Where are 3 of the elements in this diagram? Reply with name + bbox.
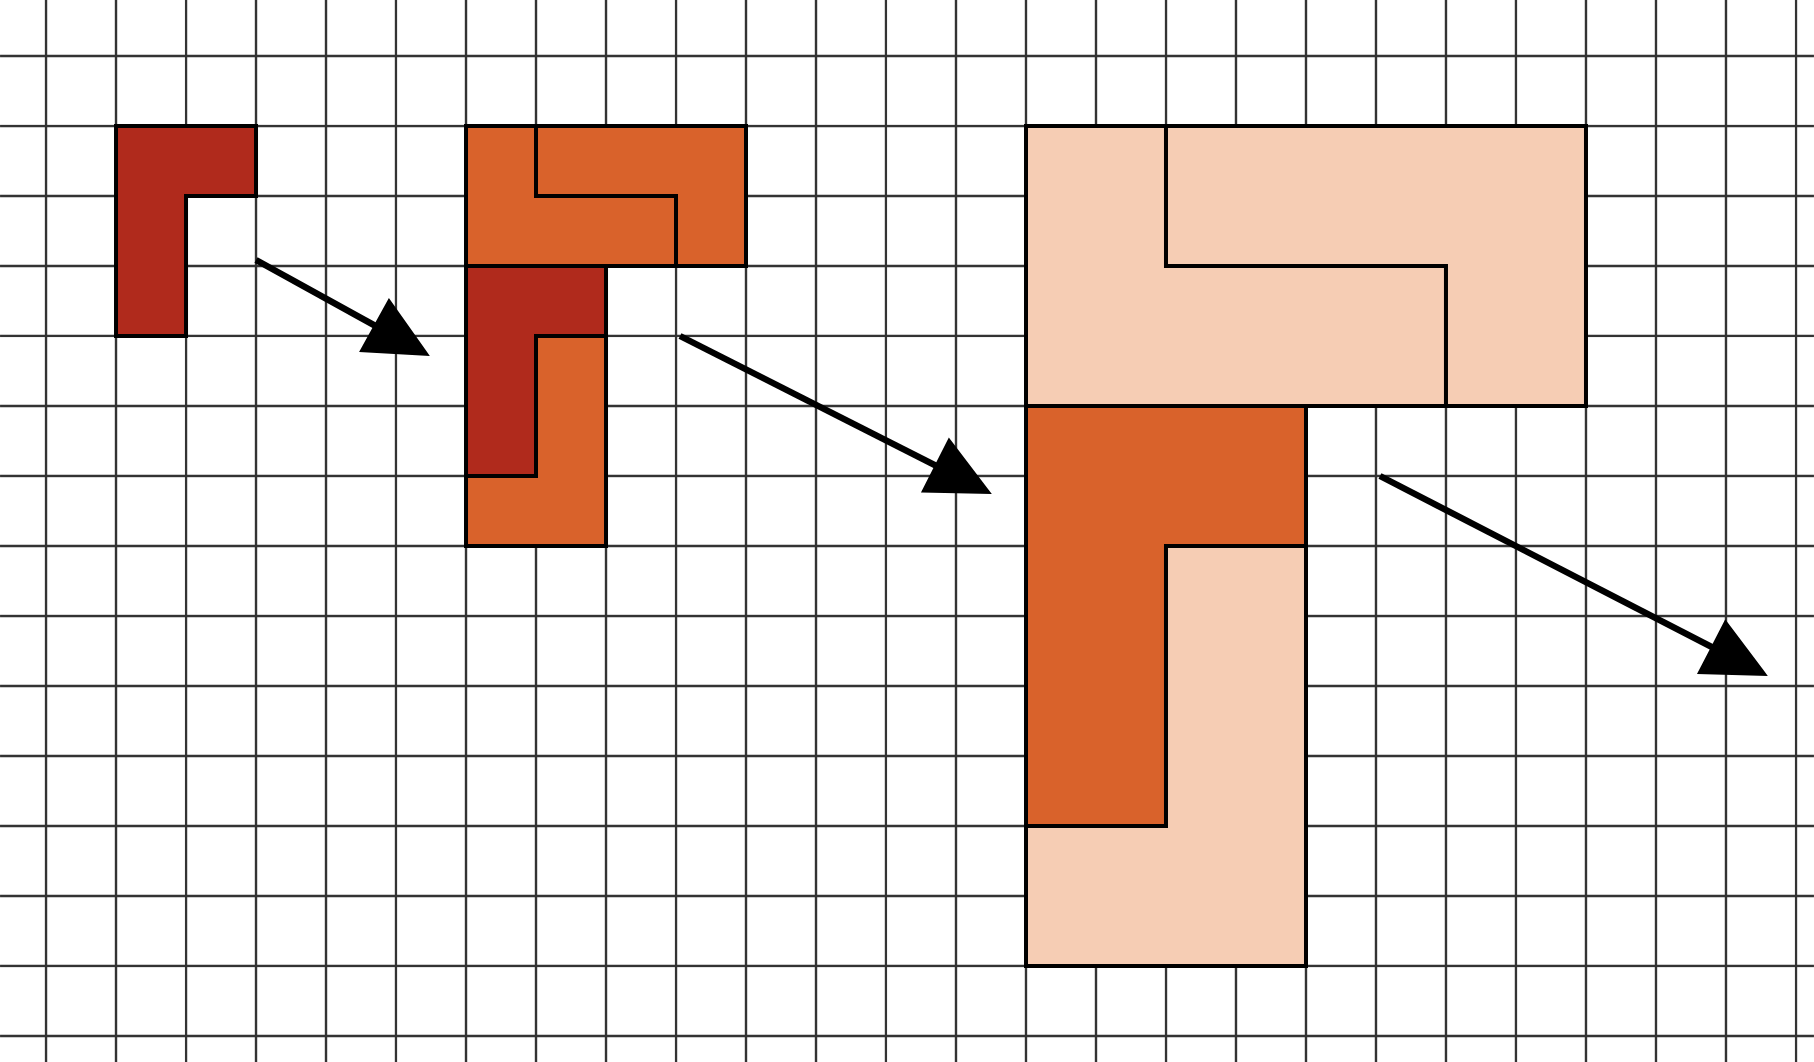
l-shape-drawing: [114, 124, 258, 338]
l-shape-drawing: [1024, 124, 1588, 968]
l-shape-drawing: [464, 124, 748, 548]
